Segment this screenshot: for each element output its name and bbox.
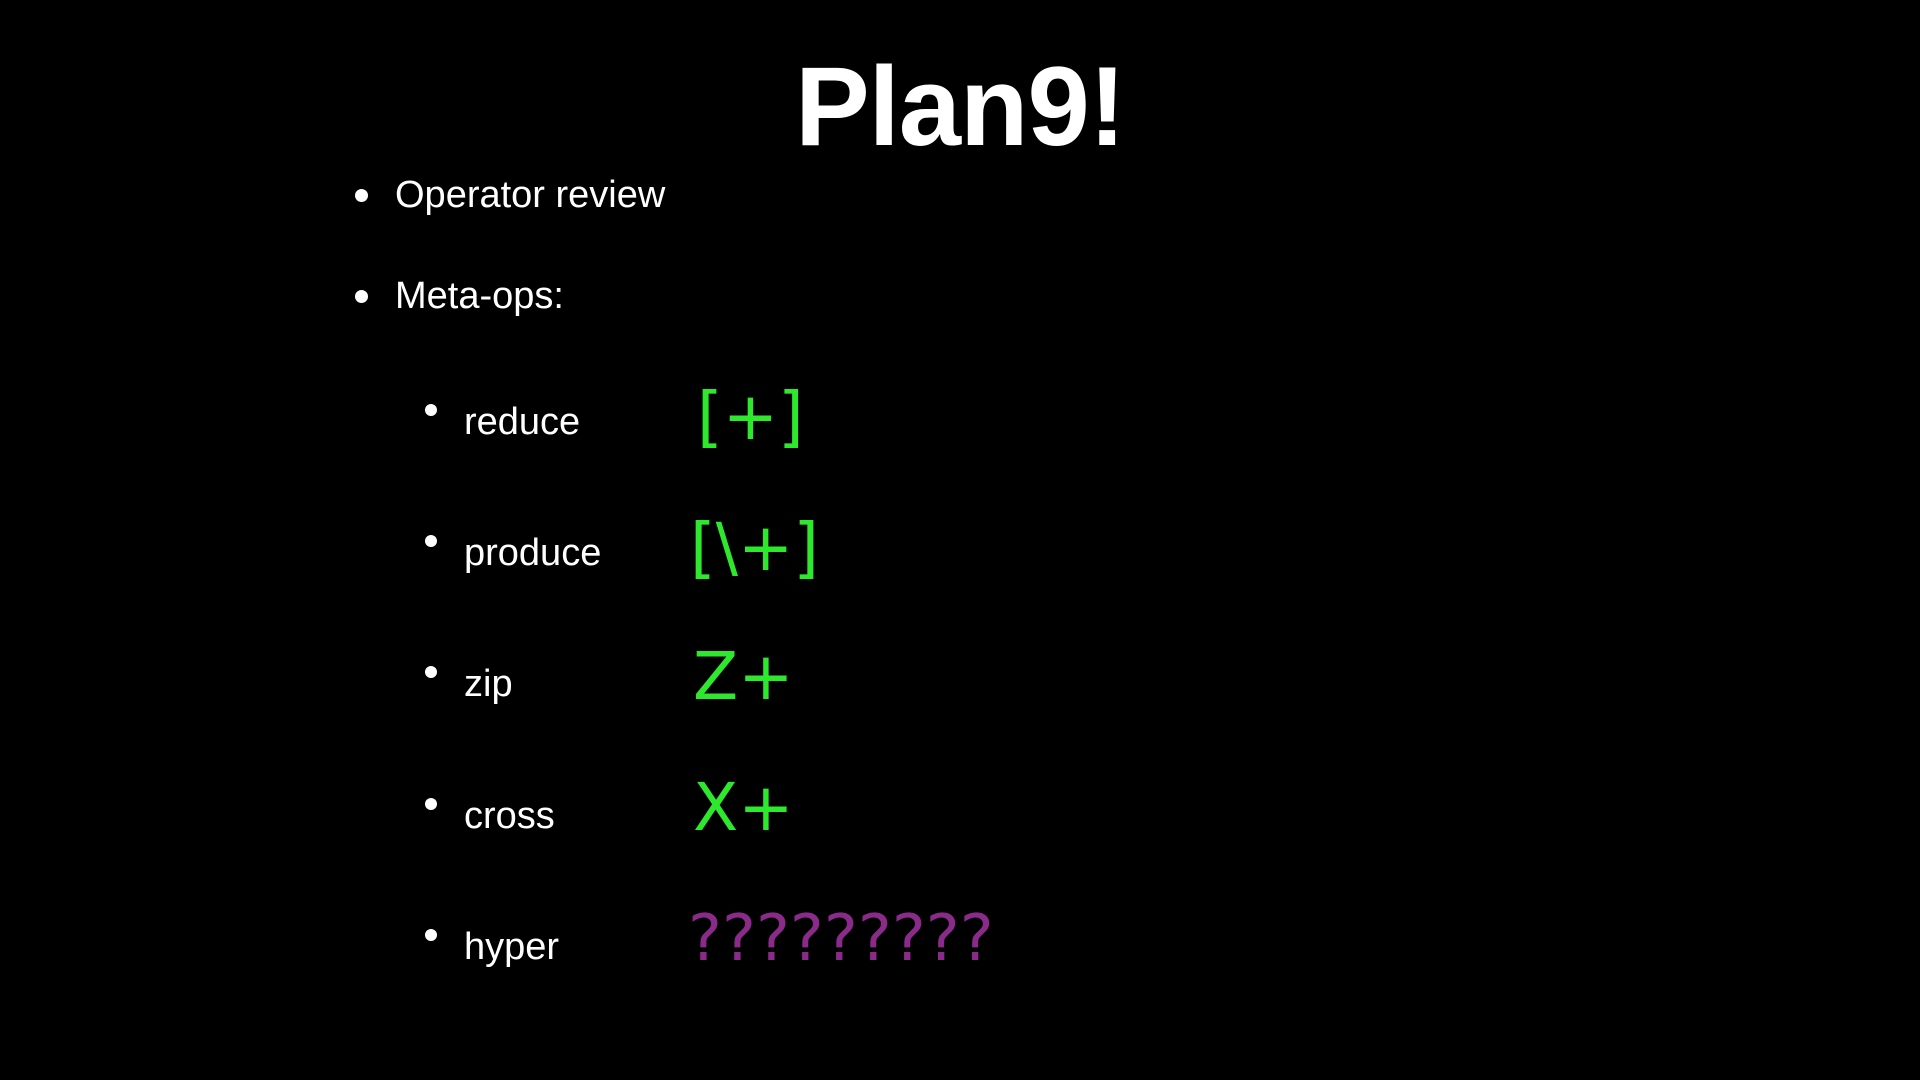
bullet-dot-icon [425,535,437,547]
sub-bullet-produce: produce [425,528,601,578]
slide-title: Plan9! [794,44,1126,169]
sub-bullet-label: hyper [464,925,560,968]
bullet-dot-icon [425,798,437,810]
bullet-dot-icon [355,289,368,303]
bullet-dot-icon [425,404,437,416]
bullet-meta-ops: Meta-ops: [355,271,564,321]
sub-bullet-cross: cross [425,791,555,841]
op-zip: Z+ [693,638,794,715]
sub-bullet-label: zip [464,662,513,705]
bullet-dot-icon [425,929,437,941]
op-reduce: [+] [697,378,804,455]
sub-bullet-hyper: hyper [425,922,559,972]
bullet-text: Operator review [395,173,666,216]
sub-bullet-zip: zip [425,659,513,709]
sub-bullet-label: reduce [464,400,581,443]
sub-bullet-label: cross [464,794,555,837]
op-produce: [\+] [690,509,820,586]
op-cross: X+ [693,769,794,846]
bullet-text: Meta-ops: [395,274,564,317]
bullet-operator-review: Operator review [355,170,665,220]
bullet-dot-icon [355,188,368,202]
sub-bullet-reduce: reduce [425,397,580,447]
op-hyper: ????????? [688,902,994,976]
sub-bullet-label: produce [464,531,602,574]
bullet-dot-icon [425,666,437,678]
